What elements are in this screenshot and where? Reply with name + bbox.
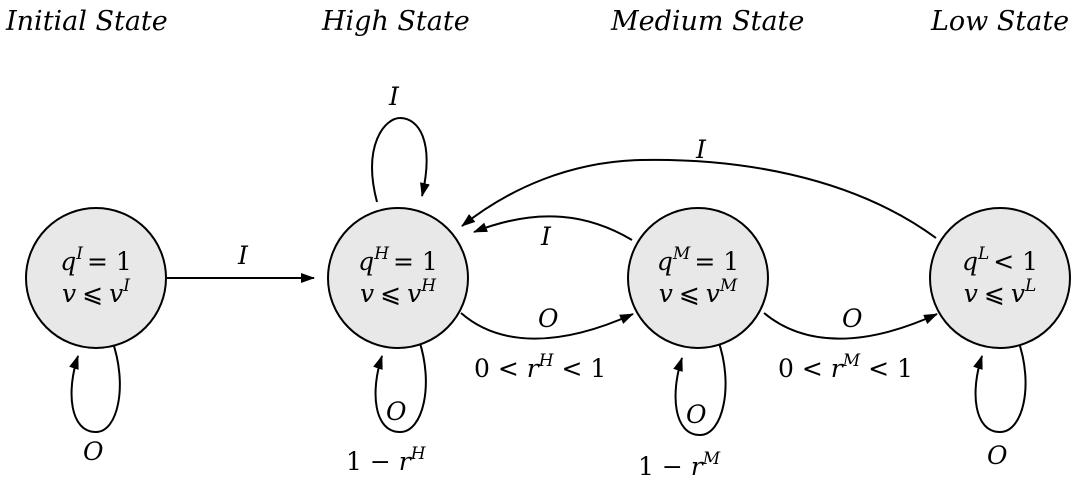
title-initial-state: Initial State: [5, 6, 168, 37]
edge-label-initial-self-bottom: O: [83, 437, 104, 466]
edge-high-self-top: [371, 116, 430, 203]
edge-label-initial-to-high: I: [237, 241, 249, 270]
edge-prob-medium-self-bottom: 1 − rM: [638, 449, 721, 481]
title-medium-state: Medium State: [610, 6, 804, 37]
edge-high-to-medium: [460, 312, 634, 340]
edge-medium-to-high: [473, 215, 633, 241]
edge-high-self-bottom: [373, 339, 427, 434]
edge-initial-self-bottom: [69, 339, 121, 434]
edge-label-high-to-medium: O: [538, 304, 559, 333]
edge-medium-to-low: [763, 312, 938, 340]
edge-label-low-to-high: I: [695, 135, 707, 164]
node-high: qH= 1 v⩽vH: [327, 207, 469, 349]
svg-text:v⩽vI: v⩽vI: [62, 276, 130, 308]
svg-text:qI= 1: qI= 1: [60, 244, 132, 276]
edge-prob-high-self-bottom: 1 − rH: [346, 444, 427, 476]
node-low: qL< 1 v⩽vL: [929, 207, 1071, 349]
svg-text:v⩽vH: v⩽vH: [360, 276, 437, 308]
edge-prob-medium-to-low: 0 < rM < 1: [778, 351, 913, 383]
title-high-state: High State: [321, 6, 470, 37]
svg-text:v⩽vM: v⩽vM: [659, 276, 738, 308]
node-medium: qM= 1 v⩽vM: [627, 207, 769, 349]
edge-prob-high-to-medium: 0 < rH < 1: [474, 351, 606, 383]
svg-text:v⩽vL: v⩽vL: [964, 276, 1037, 308]
edge-label-high-self-top: I: [388, 82, 400, 111]
node-initial: qI= 1 v⩽vI: [25, 207, 167, 349]
edge-label-low-self-bottom: O: [987, 441, 1008, 470]
edge-label-medium-self-bottom: O: [686, 400, 707, 429]
title-low-state: Low State: [930, 6, 1069, 37]
edge-medium-self-bottom: [673, 339, 727, 437]
svg-text:qH= 1: qH= 1: [358, 244, 438, 276]
edge-low-to-high: [461, 158, 937, 239]
edge-label-medium-to-low: O: [842, 304, 863, 333]
svg-text:qL< 1: qL< 1: [962, 244, 1038, 276]
edge-label-high-self-bottom: O: [386, 397, 407, 426]
edge-label-medium-to-high: I: [540, 222, 552, 251]
edge-low-self-bottom: [973, 339, 1027, 434]
svg-text:qM= 1: qM= 1: [657, 244, 739, 276]
